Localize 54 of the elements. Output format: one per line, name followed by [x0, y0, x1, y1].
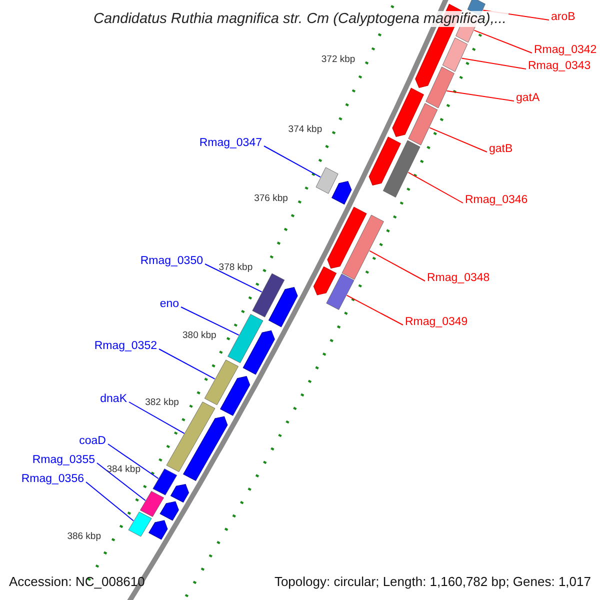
gene-block — [316, 167, 338, 194]
gene-block — [408, 103, 438, 146]
scale-label: 378 kbp — [218, 260, 253, 275]
scale-label: 374 kbp — [288, 122, 322, 137]
gene-label: gatA — [516, 91, 540, 105]
scale-label: 386 kbp — [67, 530, 101, 544]
scale-label: 384 kbp — [106, 463, 140, 478]
leader-line — [446, 90, 514, 102]
gene-block — [228, 314, 264, 364]
leader-line — [180, 306, 240, 336]
gene-block — [326, 274, 354, 310]
leader-line — [96, 462, 146, 501]
gene-label: Rmag_0356 — [21, 472, 84, 486]
leader-line — [461, 58, 526, 70]
gene-block — [152, 468, 178, 496]
scale-label: 382 kbp — [145, 396, 179, 410]
gene-label: dnaK — [100, 392, 127, 406]
gene-label: Rmag_0347 — [199, 136, 262, 150]
scale-label: 376 kbp — [254, 192, 288, 206]
leader-line — [108, 444, 159, 479]
gene-block — [128, 512, 152, 537]
gene-label: Rmag_0348 — [427, 271, 490, 285]
map-title: Candidatus Ruthia magnifica str. Cm (Calyptogena magnifica),... — [92, 11, 508, 27]
gene-label: Rmag_0342 — [534, 43, 597, 57]
leader-line — [369, 250, 426, 282]
gene-block — [140, 491, 164, 517]
leader-line — [429, 127, 488, 152]
accession-text: Accession: NC_008610 — [9, 575, 145, 589]
gene-block — [426, 66, 454, 108]
genome-info-text: Topology: circular; Length: 1,160,782 bp; Genes: 1,017 — [274, 575, 591, 589]
leader-line — [204, 264, 262, 292]
gene-label: Rmag_0355 — [32, 453, 95, 467]
gene-label: coaD — [79, 434, 106, 448]
scale-label: 380 kbp — [182, 328, 216, 343]
gene-label: Rmag_0352 — [94, 339, 157, 353]
gene-label: gatB — [489, 142, 513, 156]
scale-label: 372 kbp — [321, 53, 356, 68]
gene-block — [342, 214, 384, 280]
gene-label: Rmag_0346 — [465, 193, 528, 207]
gene-block — [442, 38, 468, 72]
gene-label: aroB — [551, 10, 576, 24]
gene-block — [383, 140, 420, 198]
gene-label: Rmag_0349 — [405, 315, 468, 329]
leader-line — [158, 348, 216, 380]
gene-label: eno — [160, 297, 179, 311]
leader-line — [264, 146, 321, 178]
gene-label: Rmag_0350 — [140, 254, 203, 268]
leader-line — [86, 482, 134, 522]
gene-block — [204, 360, 238, 406]
leader-line — [346, 294, 404, 326]
leader-line — [408, 172, 464, 204]
gene-label: Rmag_0343 — [528, 59, 591, 73]
gene-block — [252, 273, 285, 318]
leader-line — [474, 30, 532, 54]
